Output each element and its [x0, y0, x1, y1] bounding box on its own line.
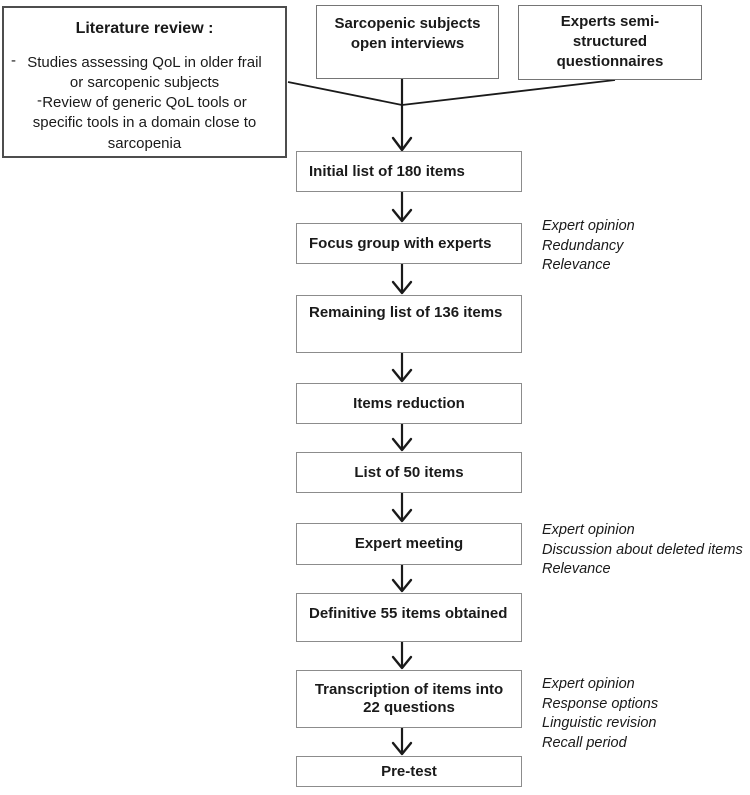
arrowhead-icon	[391, 208, 413, 223]
note-line: Expert opinion	[542, 676, 635, 692]
flow-box-items-reduction: Items reduction	[296, 383, 522, 424]
subjects-line1: Sarcopenic subjects	[334, 15, 481, 32]
note-line: Discussion about deleted items	[542, 541, 743, 558]
literature-item2-line3: sarcopenia	[107, 135, 182, 152]
flow-box-pretest: Pre-test	[296, 756, 522, 787]
note-line: Recall period	[542, 734, 627, 751]
arrowhead-icon	[391, 655, 413, 670]
experts-line2: structured	[572, 33, 648, 50]
arrowhead-icon	[391, 136, 413, 152]
flow-box-transcription-line2: 22 questions	[363, 699, 455, 716]
flow-box-pretest-label: Pre-test	[381, 762, 437, 780]
arrowhead-icon	[391, 368, 413, 383]
flow-box-definitive-items-label: Definitive 55 items obtained	[309, 605, 508, 622]
connector-line-literature	[287, 81, 403, 106]
note-line: Response options	[542, 695, 659, 712]
flow-box-list-50: List of 50 items	[296, 452, 522, 493]
flow-box-transcription: Transcription of items into 22 questions	[296, 670, 522, 728]
literature-title: Literature review :	[75, 20, 214, 37]
list-dash: -	[11, 52, 16, 69]
note-transcription: Expert opinion Response options Linguist…	[542, 675, 658, 753]
arrowhead-icon	[391, 508, 413, 523]
flow-box-expert-meeting-label: Expert meeting	[354, 535, 464, 552]
note-line: Redundancy	[542, 237, 624, 254]
flow-box-initial-list: Initial list of 180 items	[296, 151, 522, 192]
arrowhead-icon	[391, 578, 413, 593]
flow-box-transcription-line1: Transcription of items into	[314, 681, 504, 698]
note-line: Expert opinion	[542, 218, 635, 234]
note-line: Expert opinion	[542, 522, 635, 538]
literature-review-box: Literature review : - Studies assessing …	[2, 6, 287, 158]
connector-line-experts	[401, 79, 616, 106]
list-dash: -	[37, 92, 42, 109]
note-line: Relevance	[542, 561, 611, 578]
subjects-interviews-box: Sarcopenic subjects open interviews	[316, 5, 499, 79]
arrowhead-icon	[391, 280, 413, 295]
literature-item2-line1: Review of generic QoL tools or	[42, 94, 247, 111]
flow-box-list-50-label: List of 50 items	[354, 463, 464, 481]
flow-box-definitive-items: Definitive 55 items obtained	[296, 593, 522, 642]
flow-box-focus-group-label: Focus group with experts	[309, 234, 492, 252]
flow-box-items-reduction-label: Items reduction	[353, 394, 465, 412]
note-focus-group: Expert opinion Redundancy Relevance	[542, 217, 635, 276]
literature-item2-line2: specific tools in a domain close to	[32, 114, 257, 131]
literature-item1-line2: or sarcopenic subjects	[69, 74, 220, 91]
arrowhead-icon	[391, 437, 413, 452]
flow-box-initial-list-label: Initial list of 180 items	[309, 162, 465, 180]
subjects-interviews-text: Sarcopenic subjects open interviews	[317, 6, 498, 54]
flow-box-remaining-list: Remaining list of 136 items	[296, 295, 522, 353]
flow-box-expert-meeting: Expert meeting	[296, 523, 522, 565]
experts-line1: Experts semi-	[560, 13, 660, 30]
flow-box-focus-group: Focus group with experts	[296, 223, 522, 264]
subjects-line2: open interviews	[350, 35, 465, 52]
note-line: Relevance	[542, 257, 611, 274]
experts-line3: questionnaires	[556, 53, 664, 70]
note-line: Linguistic revision	[542, 715, 657, 732]
experts-questionnaires-text: Experts semi- structured questionnaires	[519, 6, 701, 72]
arrowhead-icon	[391, 741, 413, 756]
literature-item1-line1: Studies assessing QoL in older frail	[27, 54, 262, 71]
flow-box-remaining-list-label: Remaining list of 136 items	[309, 304, 503, 321]
experts-questionnaires-box: Experts semi- structured questionnaires	[518, 5, 702, 80]
note-expert-meeting: Expert opinion Discussion about deleted …	[542, 521, 743, 580]
